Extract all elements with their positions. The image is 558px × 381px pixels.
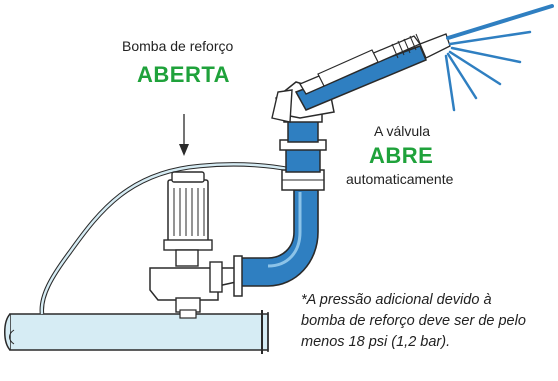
footnote-line2: bomba de reforço deve ser de pelo (301, 313, 526, 329)
footnote-line3: menos 18 psi (1,2 bar). (301, 334, 451, 350)
pump-label-title: Bomba de reforço (122, 38, 234, 54)
riser-pipe (237, 189, 319, 287)
pump-state-label: ABERTA (137, 62, 231, 87)
valve-state-label: ABRE (369, 143, 434, 168)
booster-pump (149, 171, 243, 319)
footnote-line1: *A pressão adicional devido à (301, 292, 492, 308)
down-arrow-icon (179, 114, 189, 156)
main-supply-pipe (4, 310, 269, 354)
water-jet (444, 4, 554, 112)
valve-label-line3: automaticamente (346, 171, 454, 187)
valve-label-line1: A válvula (374, 123, 431, 139)
sprinkler-gun (271, 33, 451, 123)
